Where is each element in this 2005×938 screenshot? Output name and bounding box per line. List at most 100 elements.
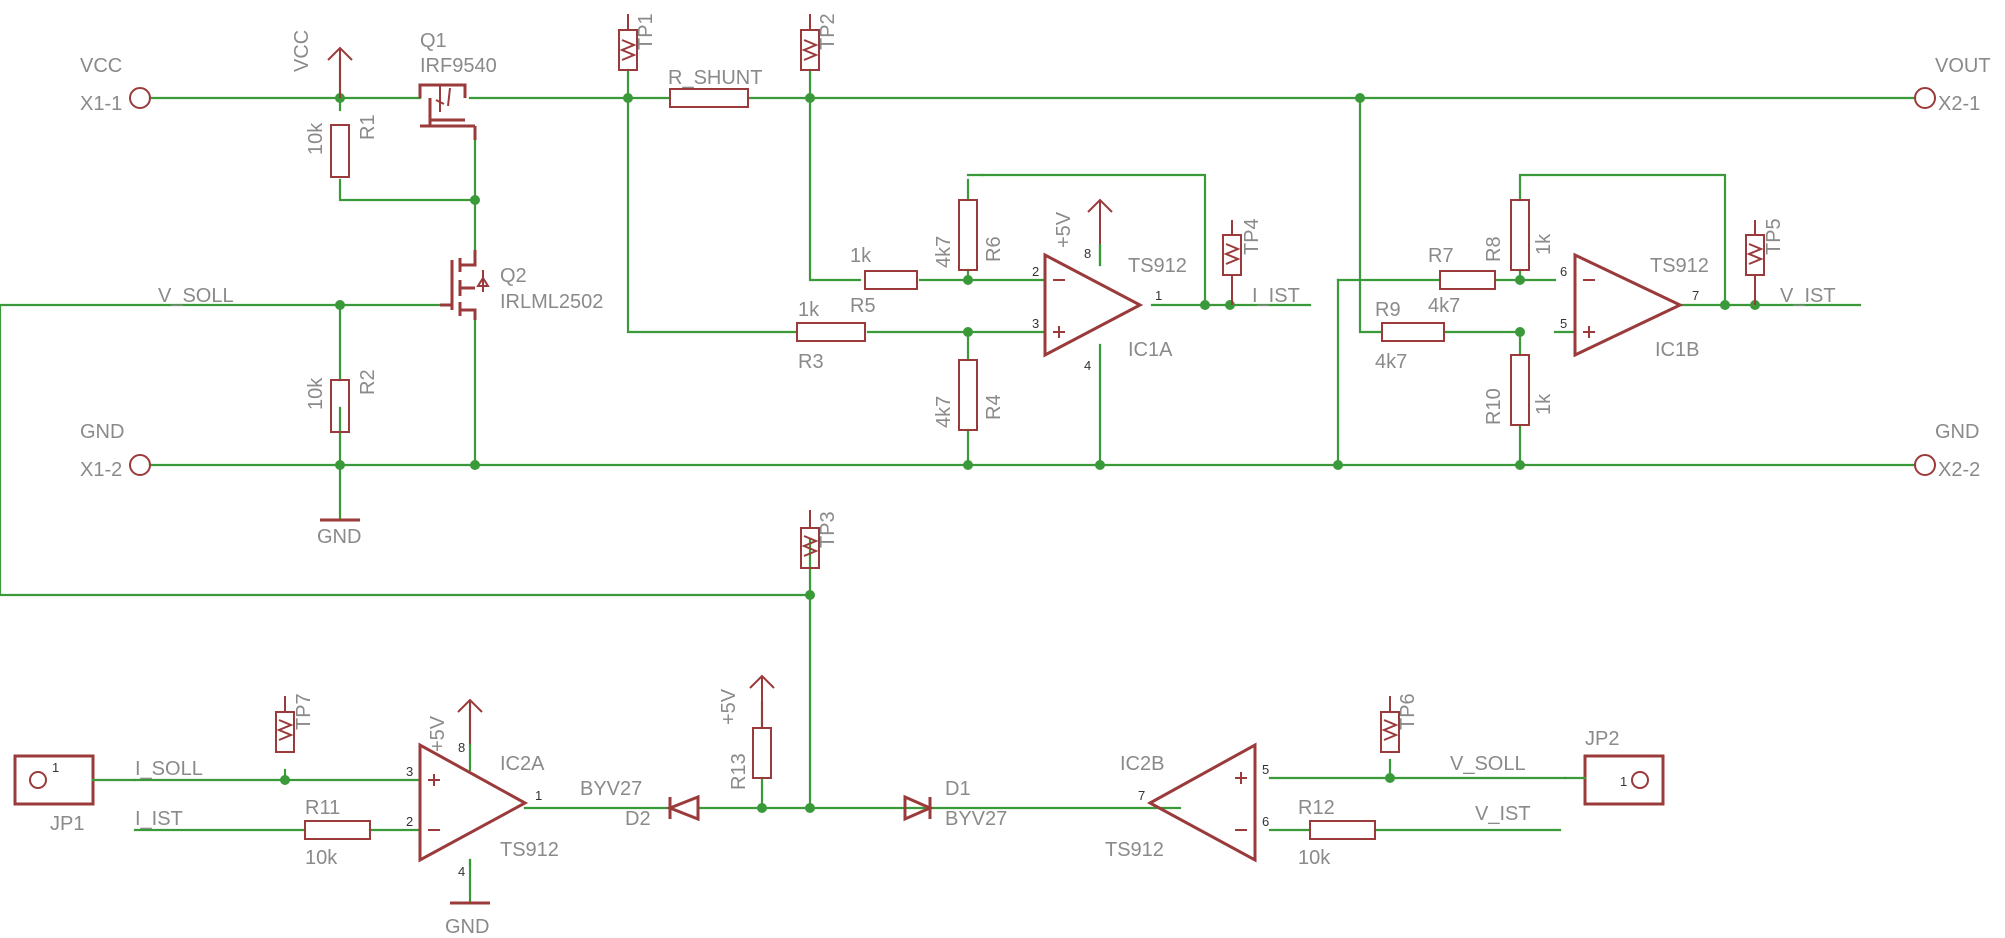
opamp-ic2a	[418, 742, 529, 863]
plus5v-ic2a-label: +5V	[427, 715, 449, 752]
ts912-ic2b-label: TS912	[1105, 839, 1164, 861]
i-soll-net-label: I_SOLL	[135, 758, 203, 780]
r11-value-label: 10k	[305, 847, 338, 869]
r10-name-label: R10	[1483, 388, 1505, 425]
plus5v-r13-label: +5V	[718, 688, 740, 725]
ic1a-pin-1: 1	[1155, 288, 1162, 303]
ic1b-label: IC1B	[1655, 339, 1699, 361]
resistor-r13	[752, 727, 772, 779]
i-ist-net-label-2: I_IST	[135, 808, 183, 830]
opamp-supply-stubs	[468, 243, 1102, 867]
opamp-ic2b	[1146, 742, 1257, 863]
gnd-symbol-ic2a-label: GND	[445, 916, 489, 938]
q1-part-label: IRF9540	[420, 55, 497, 77]
v-soll-net-label: V_SOLL	[158, 285, 234, 307]
r10-value-label: 1k	[1533, 393, 1555, 415]
plus5v-arrow-r13	[749, 674, 775, 728]
mosfet-q2	[440, 250, 490, 320]
jp2-label: JP2	[1585, 728, 1619, 750]
connector-x2-2	[1914, 454, 1936, 476]
v-ist-net-label-1: V_IST	[1780, 285, 1836, 307]
r5-name-label: R5	[850, 295, 876, 317]
d1-name-label: D1	[945, 778, 971, 800]
r2-name-label: R2	[357, 369, 379, 395]
gnd-left-label: GND	[80, 421, 124, 443]
ic2b-pin-5: 5	[1262, 762, 1269, 777]
ic1b-pin-6: 6	[1560, 264, 1567, 279]
resistor-r11	[304, 820, 371, 840]
jp1-pin-1: 1	[52, 760, 59, 775]
resistor-r1	[330, 124, 350, 178]
ts912-ic1b-label: TS912	[1650, 255, 1709, 277]
jp1-label: JP1	[50, 813, 84, 835]
tp6-label: TP6	[1397, 693, 1419, 730]
r7-value-label: 4k7	[1428, 295, 1460, 317]
testpoint-tp2	[800, 14, 820, 71]
resistor-r9	[1381, 322, 1445, 342]
pin-numbers: 2 3 1 8 4 6 5 7 3 2 1 8 4 5 6 7 1 1	[52, 246, 1699, 879]
r4-name-label: R4	[983, 394, 1005, 420]
ic1a-pin-3: 3	[1032, 316, 1039, 331]
x1-2-label: X1-2	[80, 459, 122, 481]
r9-value-label: 4k7	[1375, 351, 1407, 373]
mosfet-q1	[418, 83, 477, 140]
r4-value-label: 4k7	[933, 396, 955, 428]
ic2a-pin-3: 3	[406, 764, 413, 779]
r1-name-label: R1	[357, 114, 379, 140]
r13-name-label: R13	[728, 753, 750, 790]
ic2b-pin-7: 7	[1138, 788, 1145, 803]
v-soll-net-label-2: V_SOLL	[1450, 753, 1526, 775]
jp2-pin-1: 1	[1620, 774, 1627, 789]
q2-name-label: Q2	[500, 265, 527, 287]
tp5-label: TP5	[1763, 218, 1785, 255]
tp1-label: TP1	[635, 13, 657, 50]
gnd-right-label: GND	[1935, 421, 1979, 443]
testpoint-tp7	[275, 696, 295, 753]
r12-name-label: R12	[1298, 797, 1335, 819]
i-ist-net-label-1: I_IST	[1252, 285, 1300, 307]
r3-name-label: R3	[798, 351, 824, 373]
r-shunt-label: R_SHUNT	[668, 67, 762, 89]
x1-1-label: X1-1	[80, 93, 122, 115]
resistor-r7	[1439, 270, 1496, 290]
ic2b-label: IC2B	[1120, 753, 1164, 775]
resistor-r-shunt	[669, 88, 749, 108]
connector-x1-1	[129, 87, 151, 109]
ic1a-pin-2: 2	[1032, 264, 1039, 279]
opamp-ic1a	[1043, 252, 1144, 358]
r8-value-label: 1k	[1533, 233, 1555, 255]
plus5v-arrow-ic2a	[457, 698, 483, 745]
r2-value-label: 10k	[305, 377, 327, 410]
d2-name-label: D2	[625, 808, 651, 830]
ts912-ic1a-label: TS912	[1128, 255, 1187, 277]
q1-name-label: Q1	[420, 30, 447, 52]
r9-name-label: R9	[1375, 299, 1401, 321]
resistor-r4	[958, 359, 978, 431]
ic2a-pin-1: 1	[535, 788, 542, 803]
d1-part-label: BYV27	[945, 808, 1007, 830]
r1-value-label: 10k	[305, 122, 327, 155]
testpoint-tp1	[618, 14, 638, 71]
ic1b-pin-5: 5	[1560, 316, 1567, 331]
tp3-label: TP3	[817, 511, 839, 548]
resistor-r10	[1510, 354, 1530, 426]
diode-d1	[903, 794, 934, 822]
ic2b-pin-6: 6	[1262, 814, 1269, 829]
resistor-r12	[1309, 820, 1376, 840]
tp4-label: TP4	[1241, 218, 1263, 255]
labels: VCC X1-1 VCC Q1 IRF9540 10k R1 R_SHUNT T…	[50, 13, 1991, 938]
resistor-r5	[864, 270, 918, 290]
vcc-net-label: VCC	[80, 55, 122, 77]
plus5v-arrow-ic1a	[1087, 198, 1113, 245]
resistor-r2	[330, 379, 350, 433]
ts912-ic2a-label: TS912	[500, 839, 559, 861]
r6-name-label: R6	[983, 236, 1005, 262]
ic2a-label: IC2A	[500, 753, 545, 775]
testpoint-tp6	[1380, 696, 1400, 753]
vcc-supply-arrow	[327, 46, 353, 98]
d2-part-label: BYV27	[580, 778, 642, 800]
ic1a-pin-8: 8	[1084, 246, 1091, 261]
x2-2-label: X2-2	[1938, 459, 1980, 481]
r11-name-label: R11	[305, 797, 340, 819]
